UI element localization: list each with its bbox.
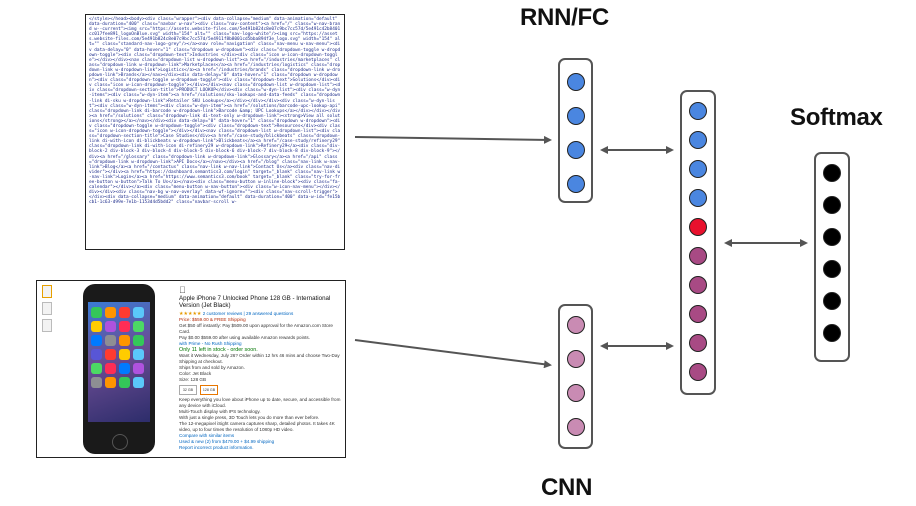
softmax-node xyxy=(823,228,841,246)
app-icon xyxy=(133,377,144,388)
rating-text: 2 customer reviews | 29 answered questio… xyxy=(203,311,294,316)
app-icon xyxy=(91,363,102,374)
softmax-node xyxy=(823,164,841,182)
html-to-rnn-arrow xyxy=(354,135,552,144)
merged-node-purple xyxy=(689,334,707,352)
softmax-node xyxy=(823,260,841,278)
cnn-node xyxy=(567,418,585,436)
app-icon xyxy=(119,377,130,388)
iphone-image xyxy=(83,284,155,454)
app-icon xyxy=(133,349,144,360)
app-icon xyxy=(91,321,102,332)
prime-line: with Prime - No Rush Shipping xyxy=(179,341,343,347)
app-icon xyxy=(105,377,116,388)
bullet-2: Pay $0.00 $559.00 after using available … xyxy=(179,335,343,341)
used-new-line: Used & new (2) from $479.00 + $4.99 ship… xyxy=(179,439,343,445)
app-icon xyxy=(133,307,144,318)
product-details:  Apple iPhone 7 Unlocked Phone 128 GB -… xyxy=(179,285,343,451)
cnn-label: CNN xyxy=(541,474,593,501)
size-options: 32 GB 128 GB xyxy=(179,385,343,396)
app-icon xyxy=(91,349,102,360)
app-icon xyxy=(105,307,116,318)
app-icon xyxy=(105,349,116,360)
cnn-node xyxy=(567,350,585,368)
merged-node-blue xyxy=(689,160,707,178)
softmax-node xyxy=(823,324,841,342)
compare-link: Compare with similar items xyxy=(179,433,343,439)
html-source-text: </style></head><body><div class="wrapper… xyxy=(89,17,341,206)
thumbnail-strip xyxy=(42,285,52,336)
merged-node-purple xyxy=(689,305,707,323)
app-icon xyxy=(133,335,144,346)
star-rating-icon: ★★★★★ xyxy=(179,311,201,317)
app-icon xyxy=(105,335,116,346)
feature-1: Keep everything you love about iPhone up… xyxy=(179,387,341,408)
rnn-node xyxy=(567,175,585,193)
stock-status: Only 11 left in stock - order soon. xyxy=(179,347,343,353)
merged-node-blue xyxy=(689,131,707,149)
cnn-node xyxy=(567,316,585,334)
feature-4: The 12-megapixel iSight camera captures … xyxy=(179,411,335,432)
rnn-node xyxy=(567,73,585,91)
report-link: Report incorrect product information. xyxy=(179,445,343,451)
rating-row: ★★★★★ 2 customer reviews | 29 answered q… xyxy=(179,311,343,317)
size-option-selected: 128 GB xyxy=(200,385,218,396)
page-to-cnn-arrow xyxy=(354,339,552,369)
app-icon xyxy=(119,363,130,374)
color-label: Color: Jet Black xyxy=(179,371,343,377)
size-label: Size: 128 GB xyxy=(179,377,343,383)
merged-node-purple xyxy=(689,276,707,294)
bullet-1: Get $50 off instantly: Pay $509.00 upon … xyxy=(179,313,333,334)
rnn-node xyxy=(567,107,585,125)
phone-screen xyxy=(88,302,150,422)
delivery-line: Want it Wednesday, July 26? Order within… xyxy=(179,343,340,364)
app-icon xyxy=(91,377,102,388)
sold-by: Ships from and sold by Amazon. xyxy=(179,365,343,371)
feature-2: Multi-Touch display with IPS technology. xyxy=(179,409,343,415)
thumbnail xyxy=(42,319,52,332)
merged-node-purple xyxy=(689,363,707,381)
merged-node-purple xyxy=(689,247,707,265)
app-icon xyxy=(119,349,130,360)
app-icon xyxy=(133,363,144,374)
size-option: 32 GB xyxy=(179,385,197,396)
app-icon xyxy=(119,321,130,332)
html-source-screenshot: </style></head><body><div class="wrapper… xyxy=(85,14,345,250)
product-page-screenshot:  Apple iPhone 7 Unlocked Phone 128 GB -… xyxy=(36,280,346,458)
app-icon xyxy=(91,335,102,346)
app-icon xyxy=(119,307,130,318)
app-icon xyxy=(91,307,102,318)
app-icon xyxy=(105,363,116,374)
price-line: Price: $559.00 & FREE Shipping xyxy=(179,317,343,323)
softmax-node xyxy=(823,292,841,310)
apple-logo-icon:  xyxy=(179,285,343,295)
app-icon xyxy=(105,321,116,332)
thumbnail xyxy=(42,285,52,298)
thumbnail xyxy=(42,302,52,315)
rnn-node xyxy=(567,141,585,159)
softmax-node xyxy=(823,196,841,214)
softmax-label: Softmax xyxy=(790,104,883,131)
home-button xyxy=(112,434,128,450)
merged-node-red xyxy=(689,218,707,236)
cnn-node xyxy=(567,384,585,402)
product-title: Apple iPhone 7 Unlocked Phone 128 GB - I… xyxy=(179,285,331,309)
rnn-fc-label: RNN/FC xyxy=(520,4,609,31)
feature-3: With just a single press, 3D Touch lets … xyxy=(179,415,343,421)
app-icon xyxy=(119,335,130,346)
app-icon xyxy=(133,321,144,332)
app-grid xyxy=(91,307,147,388)
merged-node-blue xyxy=(689,189,707,207)
merged-node-blue xyxy=(689,102,707,120)
